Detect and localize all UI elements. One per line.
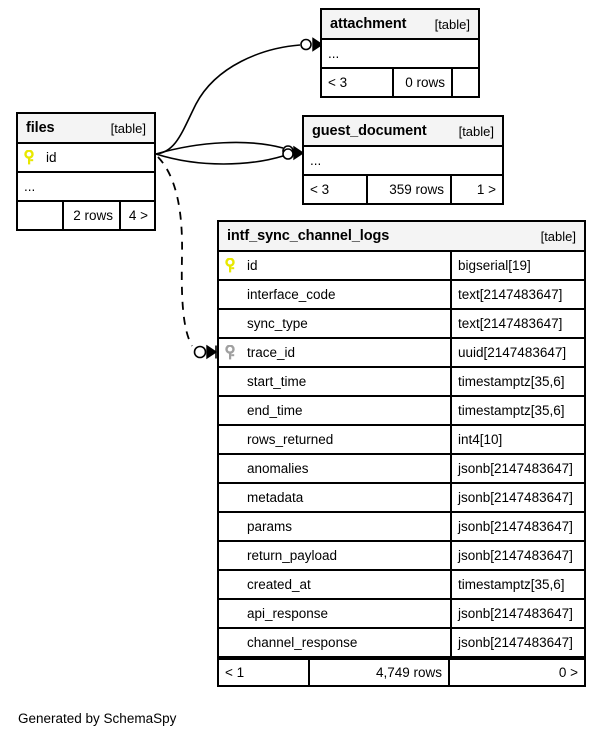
column-type: jsonb[2147483647] xyxy=(450,629,584,656)
foreign-key-icon xyxy=(225,343,239,361)
table-intf-sync-channel-logs[interactable]: intf_sync_channel_logs [table] id bigser… xyxy=(217,220,586,687)
table-intf-sync-channel-logs-header: intf_sync_channel_logs [table] xyxy=(219,222,584,252)
table-files[interactable]: files [table] id ... 2 rows 4 > xyxy=(16,112,156,231)
column-type: jsonb[2147483647] xyxy=(450,600,584,627)
table-files-column-id-name: id xyxy=(46,150,57,165)
column-type: jsonb[2147483647] xyxy=(450,542,584,569)
column-type: jsonb[2147483647] xyxy=(450,484,584,511)
table-intf-sync-channel-logs-row-count: 4,749 rows xyxy=(308,660,448,685)
table-guest-document-next-link[interactable]: 1 > xyxy=(450,176,502,203)
table-guest-document-row-count: 359 rows xyxy=(366,176,450,203)
column-type: jsonb[2147483647] xyxy=(450,455,584,482)
table-row[interactable]: api_response jsonb[2147483647] xyxy=(219,600,584,629)
table-guest-document-header: guest_document [table] xyxy=(304,117,502,147)
generated-by-label: Generated by SchemaSpy xyxy=(18,711,177,726)
column-name: end_time xyxy=(247,403,303,418)
column-type: jsonb[2147483647] xyxy=(450,513,584,540)
column-name: interface_code xyxy=(247,287,336,302)
edge-files-intf-sync-channel-logs xyxy=(157,156,218,360)
table-guest-document-ellipsis-row: ... xyxy=(304,147,502,176)
column-name: return_payload xyxy=(247,548,338,563)
table-guest-document-footer: < 3 359 rows 1 > xyxy=(304,176,502,203)
table-row[interactable]: params jsonb[2147483647] xyxy=(219,513,584,542)
table-guest-document-prev-link[interactable]: < 3 xyxy=(310,182,330,197)
column-name: params xyxy=(247,519,293,534)
table-row[interactable]: id bigserial[19] xyxy=(219,252,584,281)
column-type: timestamptz[35,6] xyxy=(450,397,584,424)
column-type: timestamptz[35,6] xyxy=(450,368,584,395)
table-intf-sync-channel-logs-name: intf_sync_channel_logs xyxy=(227,228,390,244)
table-attachment-header: attachment [table] xyxy=(322,10,478,40)
primary-key-icon xyxy=(225,256,239,274)
column-name: channel_response xyxy=(247,635,358,650)
table-attachment-ellipsis-row: ... xyxy=(322,40,478,69)
edge-files-guest-document-1 xyxy=(155,141,294,157)
table-row[interactable]: anomalies jsonb[2147483647] xyxy=(219,455,584,484)
table-row[interactable]: start_time timestamptz[35,6] xyxy=(219,368,584,397)
table-row[interactable]: sync_type text[2147483647] xyxy=(219,310,584,339)
table-row[interactable]: trace_id uuid[2147483647] xyxy=(219,339,584,368)
table-attachment-name: attachment xyxy=(330,16,407,32)
table-row[interactable]: channel_response jsonb[2147483647] xyxy=(219,629,584,658)
column-name: anomalies xyxy=(247,461,309,476)
table-row[interactable]: interface_code text[2147483647] xyxy=(219,281,584,310)
table-intf-sync-channel-logs-tag: [table] xyxy=(540,228,576,244)
table-attachment-footer: < 3 0 rows xyxy=(322,69,478,96)
table-row[interactable]: end_time timestamptz[35,6] xyxy=(219,397,584,426)
table-attachment[interactable]: attachment [table] ... < 3 0 rows xyxy=(320,8,480,98)
table-files-row-count: 2 rows xyxy=(62,202,119,229)
primary-key-icon xyxy=(24,148,38,166)
table-row[interactable]: created_at timestamptz[35,6] xyxy=(219,571,584,600)
table-row[interactable]: rows_returned int4[10] xyxy=(219,426,584,455)
table-files-tag: [table] xyxy=(110,120,146,136)
column-name: start_time xyxy=(247,374,307,389)
column-type: text[2147483647] xyxy=(450,310,584,337)
table-intf-sync-channel-logs-footer: < 1 4,749 rows 0 > xyxy=(219,658,584,685)
edge-files-guest-document-2 xyxy=(155,145,305,165)
column-name: metadata xyxy=(247,490,304,505)
table-guest-document[interactable]: guest_document [table] ... < 3 359 rows … xyxy=(302,115,504,205)
column-name: api_response xyxy=(247,606,329,621)
table-files-name: files xyxy=(26,120,55,136)
column-name: id xyxy=(247,258,258,273)
table-guest-document-name: guest_document xyxy=(312,123,427,139)
table-files-footer: 2 rows 4 > xyxy=(18,202,154,229)
edge-files-attachment xyxy=(155,37,324,155)
table-guest-document-tag: [table] xyxy=(458,123,494,139)
table-attachment-row-count: 0 rows xyxy=(392,69,451,96)
column-type: uuid[2147483647] xyxy=(450,339,584,366)
table-files-ellipsis-row: ... xyxy=(18,173,154,202)
column-name: rows_returned xyxy=(247,432,334,447)
column-type: text[2147483647] xyxy=(450,281,584,308)
column-type: timestamptz[35,6] xyxy=(450,571,584,598)
table-attachment-prev-link[interactable]: < 3 xyxy=(328,75,348,90)
table-files-next-link[interactable]: 4 > xyxy=(119,202,154,229)
column-type: bigserial[19] xyxy=(450,252,584,279)
table-files-column-id[interactable]: id xyxy=(18,144,154,173)
column-name: sync_type xyxy=(247,316,308,331)
column-name: trace_id xyxy=(247,345,296,360)
table-row[interactable]: return_payload jsonb[2147483647] xyxy=(219,542,584,571)
table-row[interactable]: metadata jsonb[2147483647] xyxy=(219,484,584,513)
column-type: int4[10] xyxy=(450,426,584,453)
table-attachment-next-link[interactable] xyxy=(451,69,478,96)
table-attachment-tag: [table] xyxy=(434,16,470,32)
column-name: created_at xyxy=(247,577,311,592)
table-intf-sync-channel-logs-next-link[interactable]: 0 > xyxy=(448,660,584,685)
table-intf-sync-channel-logs-prev-link[interactable]: < 1 xyxy=(225,665,245,680)
table-files-header: files [table] xyxy=(18,114,154,144)
table-files-prev-link[interactable] xyxy=(18,202,62,229)
